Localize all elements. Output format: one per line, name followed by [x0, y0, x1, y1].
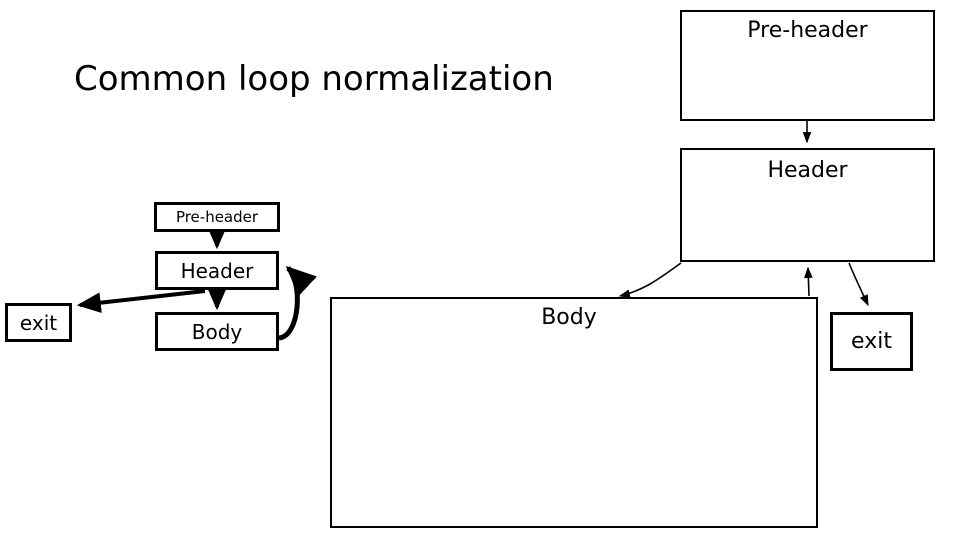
before-node-header[interactable]: Header	[155, 251, 279, 290]
after-node-body-label: Body	[541, 305, 597, 330]
after-node-exit-label: exit	[851, 329, 892, 354]
edge-header-to-body-large	[618, 262, 682, 298]
before-node-header-label: Header	[180, 258, 254, 283]
edge-body-to-header-large	[804, 266, 813, 297]
before-node-body-label: Body	[191, 319, 243, 344]
edge-body-to-header-small	[278, 265, 317, 341]
after-node-header-label: Header	[767, 158, 848, 183]
edge-header-to-exit-small	[76, 289, 206, 314]
after-node-header[interactable]: Header	[680, 148, 935, 262]
after-node-exit[interactable]: exit	[830, 312, 913, 371]
before-node-pre-header[interactable]: Pre-header	[154, 202, 280, 232]
after-node-pre-header[interactable]: Pre-header	[680, 10, 935, 121]
page-title: Common loop normalization	[74, 59, 554, 99]
before-node-pre-header-label: Pre-header	[175, 208, 259, 226]
edge-header-to-exit-large	[848, 262, 869, 307]
before-node-exit-label: exit	[19, 310, 58, 335]
after-node-body[interactable]: Body	[330, 297, 818, 528]
before-node-exit[interactable]: exit	[5, 303, 72, 342]
before-node-body[interactable]: Body	[155, 312, 279, 351]
after-node-pre-header-label: Pre-header	[747, 18, 868, 43]
